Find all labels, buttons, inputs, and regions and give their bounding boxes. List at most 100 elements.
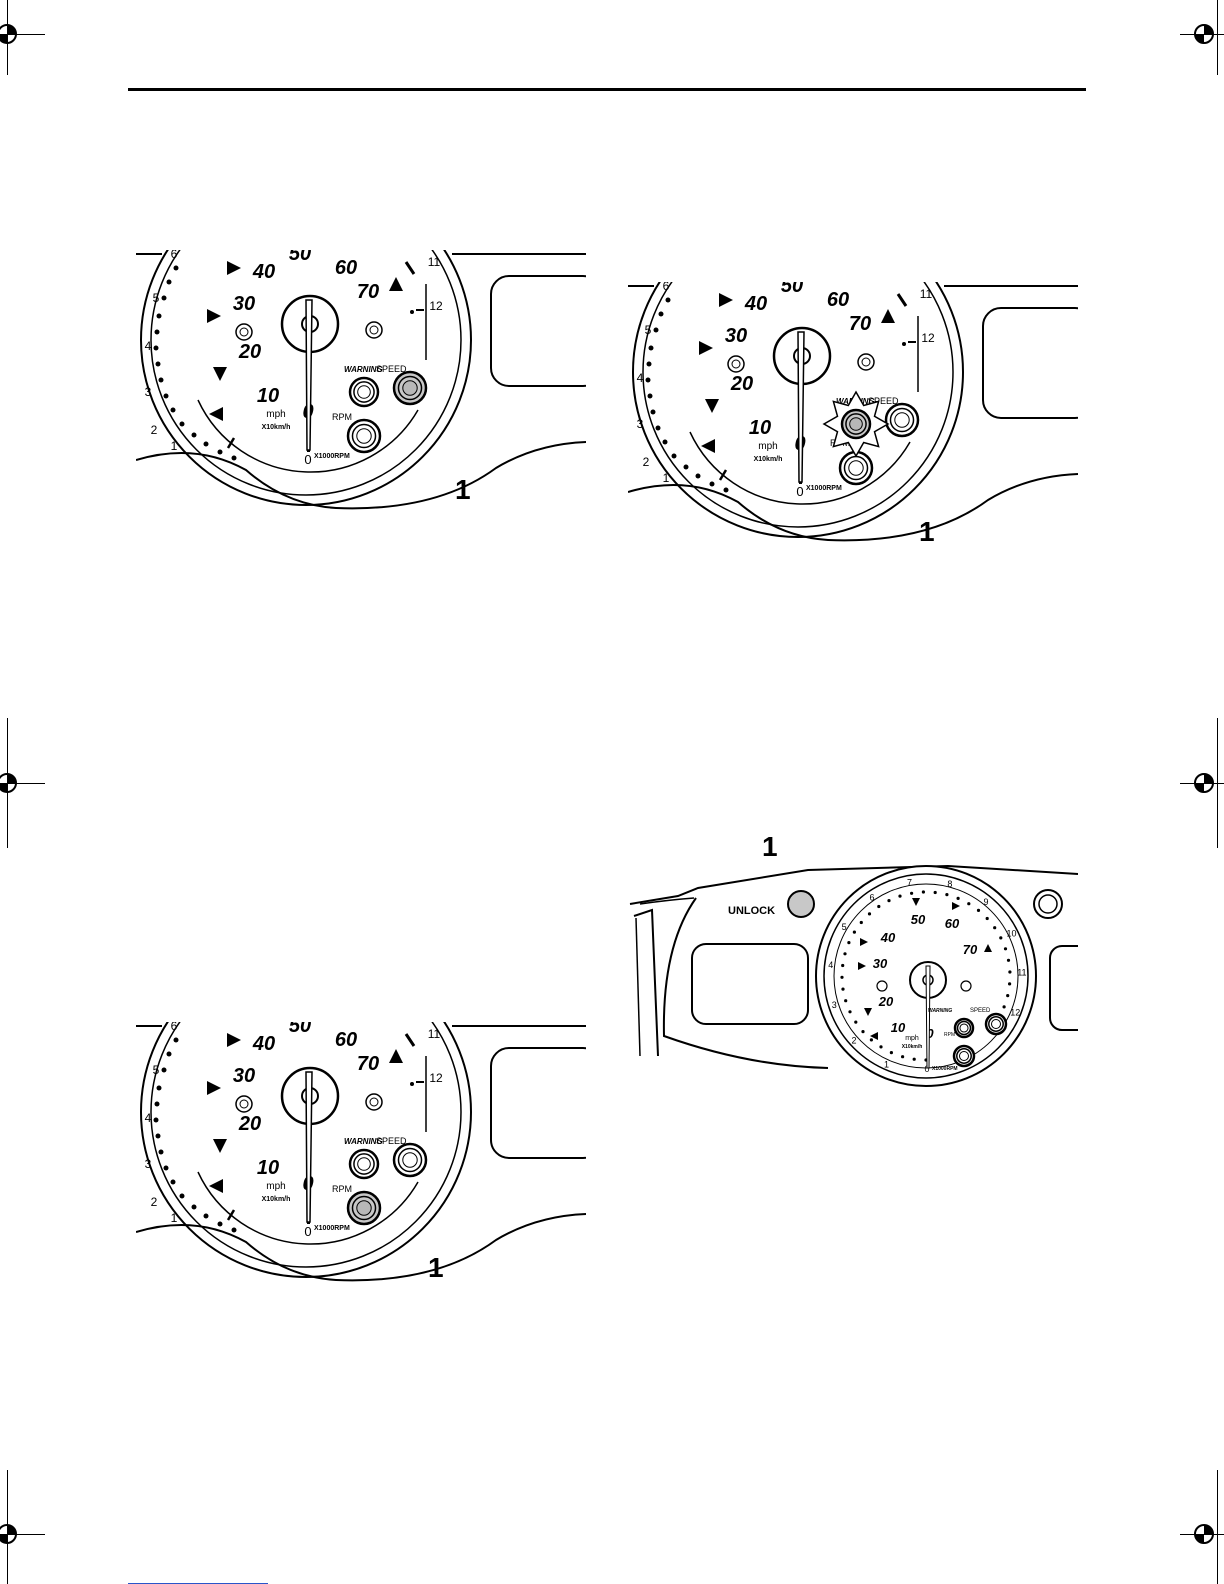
unlock-button[interactable] bbox=[787, 890, 815, 918]
rpm-tick-dot bbox=[848, 1010, 852, 1014]
bolt bbox=[857, 353, 875, 371]
rpm-tick-dot bbox=[647, 393, 653, 399]
rpm-tick-dot bbox=[1006, 994, 1010, 998]
speed-number: 30 bbox=[725, 325, 747, 347]
rpm-tick-dot bbox=[154, 1101, 160, 1107]
rpm-tick-dot bbox=[191, 432, 197, 438]
header-rule bbox=[128, 88, 1086, 91]
callout-number: 1 bbox=[762, 831, 778, 862]
rpm-number: 7 bbox=[907, 877, 912, 887]
rpm-tick-dot bbox=[910, 891, 914, 895]
rpm-tick-dot bbox=[877, 904, 881, 909]
speed-number: 40 bbox=[880, 930, 896, 945]
speed-label: SPEED bbox=[970, 1008, 991, 1014]
gauge-bezel bbox=[632, 282, 964, 538]
rpm-tick-dot bbox=[889, 1051, 893, 1055]
crop-line bbox=[1217, 0, 1218, 75]
rpm-tick-dot bbox=[179, 421, 185, 427]
speed-arrow bbox=[952, 902, 960, 910]
rpm-tick-dot bbox=[203, 1213, 209, 1219]
gauge-drawing: 1234561112102030405060700mphX10km/h0X100… bbox=[136, 1022, 586, 1282]
rpm-tick bbox=[896, 293, 908, 307]
speed-number: 10 bbox=[891, 1020, 906, 1035]
rpm-number: 11 bbox=[920, 287, 933, 301]
unit-mph: mph bbox=[266, 409, 285, 420]
speed-number: 50 bbox=[781, 282, 803, 297]
rpm-label: RPM bbox=[944, 1032, 955, 1038]
panel-lower-edge bbox=[136, 441, 586, 510]
crop-line bbox=[0, 34, 45, 35]
crop-line bbox=[0, 783, 45, 784]
rpm-tick-dot bbox=[166, 279, 172, 285]
figure-meter-rpm-button: 1234561112102030405060700mphX10km/h0X100… bbox=[136, 1022, 586, 1292]
rpm-number: 1 bbox=[171, 1211, 178, 1225]
rpm-number: 11 bbox=[428, 1027, 441, 1041]
rpm-tick-dot bbox=[723, 487, 729, 493]
callout-number: 1 bbox=[455, 474, 471, 505]
rpm-number: 12 bbox=[429, 299, 443, 313]
rpm-tick-dot bbox=[976, 908, 981, 912]
rpm-number: 11 bbox=[1017, 968, 1026, 978]
rpm-tick-dot bbox=[155, 1133, 161, 1139]
unit-kmh: X10km/h bbox=[262, 424, 291, 431]
rpm-tick-dot bbox=[217, 449, 223, 455]
rpm-tick-dot bbox=[843, 952, 847, 956]
speed-label: SPEED bbox=[868, 396, 899, 406]
rpm-tick-dot bbox=[902, 342, 906, 346]
rpm-tick bbox=[226, 1209, 236, 1221]
rpm-tick-dot bbox=[841, 987, 845, 991]
speed-arrow bbox=[213, 1139, 227, 1153]
lcd-window bbox=[691, 943, 809, 1025]
unit-mph: mph bbox=[266, 1181, 285, 1192]
rpm-tick-dot bbox=[648, 345, 654, 351]
rpm-tick-dot bbox=[1008, 982, 1012, 986]
speed-number: 10 bbox=[257, 1157, 279, 1179]
rpm-number: 10 bbox=[1006, 928, 1016, 938]
rpm-tick-dot bbox=[166, 1051, 172, 1057]
rpm-number: 4 bbox=[145, 339, 152, 353]
rpm-tick-dot bbox=[154, 329, 160, 335]
rpm-tick-dot bbox=[231, 1227, 237, 1233]
rpm-tick-dot bbox=[967, 902, 971, 906]
rpm-tick-dot bbox=[170, 1179, 176, 1185]
figure-meter-warning-button: 1234561112102030405060700mphX10km/h0X100… bbox=[628, 282, 1078, 552]
rpm-number: 2 bbox=[643, 455, 650, 469]
speed-number: 10 bbox=[749, 417, 771, 439]
needle bbox=[925, 965, 931, 1069]
rpm-tick bbox=[718, 469, 728, 481]
callout-number: 1 bbox=[919, 516, 935, 547]
rpm-number: 3 bbox=[145, 1157, 152, 1171]
rpm-tick-dot bbox=[155, 361, 161, 367]
speed-number: 70 bbox=[963, 942, 978, 957]
rpm-tick-dot bbox=[161, 295, 167, 301]
speed-scale-arc bbox=[689, 431, 911, 505]
gauge-bezel bbox=[140, 1022, 472, 1278]
rpm-label: RPM bbox=[332, 412, 352, 422]
unit-kmh: X10km/h bbox=[902, 1044, 923, 1050]
rpm-number: 3 bbox=[832, 1000, 837, 1010]
rpm-tick-dot bbox=[173, 1037, 179, 1043]
rpm-number: 5 bbox=[842, 922, 847, 932]
speed-arrow bbox=[209, 407, 223, 421]
rpm-tick-dot bbox=[1006, 958, 1011, 962]
bolt bbox=[876, 980, 888, 992]
speed-number: 50 bbox=[911, 912, 926, 927]
callout-number: 1 bbox=[428, 1252, 444, 1283]
rpm-number: 2 bbox=[851, 1036, 856, 1046]
unit-kmh: X10km/h bbox=[262, 1196, 291, 1203]
gauge-bezel-inner bbox=[150, 1022, 462, 1268]
lcd-window bbox=[1049, 945, 1078, 1031]
speed-arrow bbox=[705, 399, 719, 413]
rpm-tick-dot bbox=[650, 409, 656, 415]
speed-scale-arc bbox=[197, 399, 419, 473]
rpm-number: 12 bbox=[1010, 1007, 1020, 1017]
rpm-tick-dot bbox=[156, 313, 162, 319]
rpm-number: 11 bbox=[428, 255, 441, 269]
speed-number: 60 bbox=[335, 257, 357, 279]
rpm-tick-dot bbox=[665, 297, 671, 303]
rpm-tick-dot bbox=[683, 464, 689, 470]
speed-number: 40 bbox=[252, 1033, 275, 1055]
speed-arrow bbox=[699, 341, 713, 355]
speed-number: 20 bbox=[238, 1113, 261, 1135]
